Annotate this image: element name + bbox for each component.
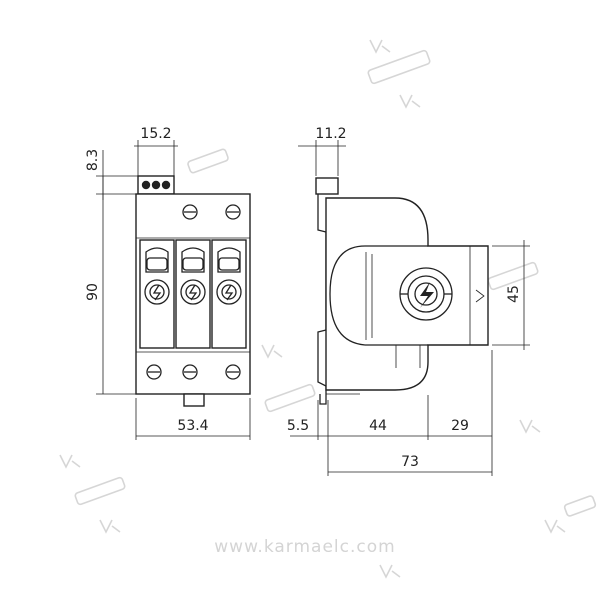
side-view [315, 177, 489, 405]
module-2 [175, 239, 211, 349]
side-top-terminal [315, 177, 339, 195]
screw-head [225, 204, 241, 220]
watermark-badge [487, 261, 539, 291]
dim-front-top-width: 15.2 [140, 126, 171, 142]
terminal-screw [161, 180, 171, 190]
side-dimensions: 11.2 45 5.5 44 29 73 [287, 126, 530, 476]
dim-front-width: 53.4 [177, 418, 208, 434]
din-clip [183, 393, 205, 407]
watermark-badge [187, 148, 229, 174]
watermark-logo-icon [379, 564, 401, 579]
watermark-logo-icon [59, 454, 81, 469]
screw-head [182, 204, 198, 220]
dim-side-total: 73 [401, 454, 419, 470]
watermark-badge [563, 495, 597, 517]
screw-head [182, 364, 198, 380]
watermark-url: www.karmaelc.com [214, 537, 395, 557]
watermark-badge [367, 49, 431, 85]
watermark-logo-icon [99, 519, 121, 534]
watermark-logo-icon [399, 94, 421, 109]
screw-head [225, 364, 241, 380]
screw-head [146, 364, 162, 380]
front-view [135, 175, 251, 407]
upper-screws [182, 204, 241, 220]
side-front-cover [329, 245, 366, 346]
lightning-indicator-icon [399, 267, 453, 321]
dim-side-depth-b: 29 [451, 418, 469, 434]
terminal-screw [141, 180, 151, 190]
watermark-badge [264, 383, 316, 413]
dim-side-offset: 5.5 [287, 418, 309, 434]
terminal-screw [151, 180, 161, 190]
watermark-logo-icon [369, 39, 391, 54]
module-3 [211, 239, 247, 349]
din-rail-profile [317, 194, 327, 405]
dim-side-height: 45 [506, 285, 522, 303]
watermark-logo-icon [519, 419, 541, 434]
dim-side-depth-a: 44 [369, 418, 387, 434]
front-dimensions: 15.2 8.3 90 53.4 [85, 126, 251, 440]
watermark-logo-icon [544, 519, 566, 534]
module-1 [139, 239, 175, 349]
dim-side-top-width: 11.2 [315, 126, 346, 142]
watermark-badge [74, 476, 126, 506]
dim-front-top-height: 8.3 [85, 149, 101, 171]
watermark-logo-icon [261, 344, 283, 359]
dim-front-height: 90 [85, 283, 101, 301]
watermark-logos [59, 39, 597, 579]
lower-screws [146, 364, 241, 380]
